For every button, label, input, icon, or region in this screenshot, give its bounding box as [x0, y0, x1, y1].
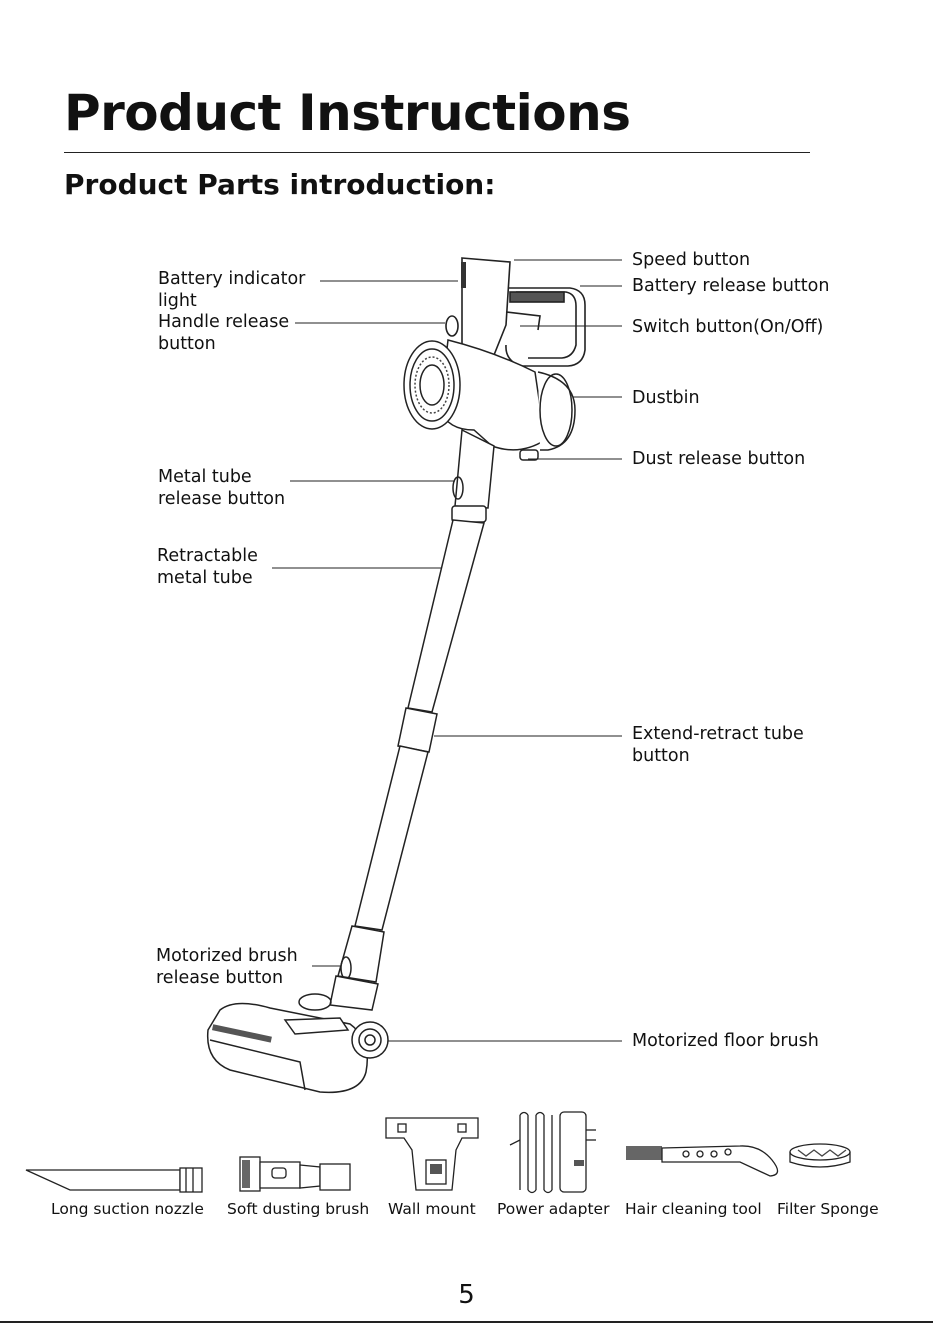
vacuum-tube — [337, 428, 495, 983]
accessory-hair-cleaning-tool — [626, 1145, 779, 1177]
accessory-label-wall-mount: Wall mount — [388, 1200, 476, 1218]
accessory-label-power-adapter: Power adapter — [497, 1200, 610, 1218]
label-motorized-brush-release-button: Motorized brush release button — [156, 946, 298, 988]
title-divider — [64, 152, 810, 153]
label-metal-tube-release-button: Metal tube release button — [158, 467, 286, 509]
vacuum-floor-brush — [206, 975, 389, 1094]
accessory-label-soft-dusting-brush: Soft dusting brush — [227, 1200, 370, 1218]
page-number: 5 — [458, 1280, 475, 1310]
label-dustbin: Dustbin — [632, 388, 700, 408]
label-motorized-floor-brush: Motorized floor brush — [632, 1031, 819, 1051]
accessory-label-hair-cleaning-tool: Hair cleaning tool — [625, 1200, 762, 1218]
page-title: Product Instructions — [64, 84, 631, 142]
label-handle-release-button: Handle release button — [158, 312, 290, 354]
label-speed-button: Speed button — [632, 250, 751, 270]
accessory-power-adapter — [509, 1111, 596, 1194]
accessory-long-suction-nozzle — [25, 1167, 203, 1193]
accessory-label-filter-sponge: Filter Sponge — [777, 1200, 879, 1218]
label-retractable-metal-tube: Retractable metal tube — [157, 546, 258, 588]
label-switch-button: Switch button(On/Off) — [632, 317, 824, 337]
vacuum-handle — [445, 257, 586, 367]
label-dust-release-button: Dust release button — [632, 449, 806, 469]
accessory-label-long-suction-nozzle: Long suction nozzle — [51, 1200, 204, 1218]
label-battery-release-button: Battery release button — [632, 276, 830, 296]
label-extend-retract-tube-button: Extend-retract tube button — [632, 724, 804, 766]
accessory-filter-sponge — [789, 1143, 851, 1168]
leader-lines — [272, 259, 622, 1042]
vacuum-motor — [403, 339, 576, 461]
accessory-soft-dusting-brush — [239, 1156, 351, 1192]
label-battery-indicator-light: Battery indicator light — [158, 269, 306, 311]
section-title: Product Parts introduction: — [64, 168, 496, 201]
footer-divider — [0, 1321, 933, 1323]
accessory-wall-mount — [385, 1117, 479, 1191]
